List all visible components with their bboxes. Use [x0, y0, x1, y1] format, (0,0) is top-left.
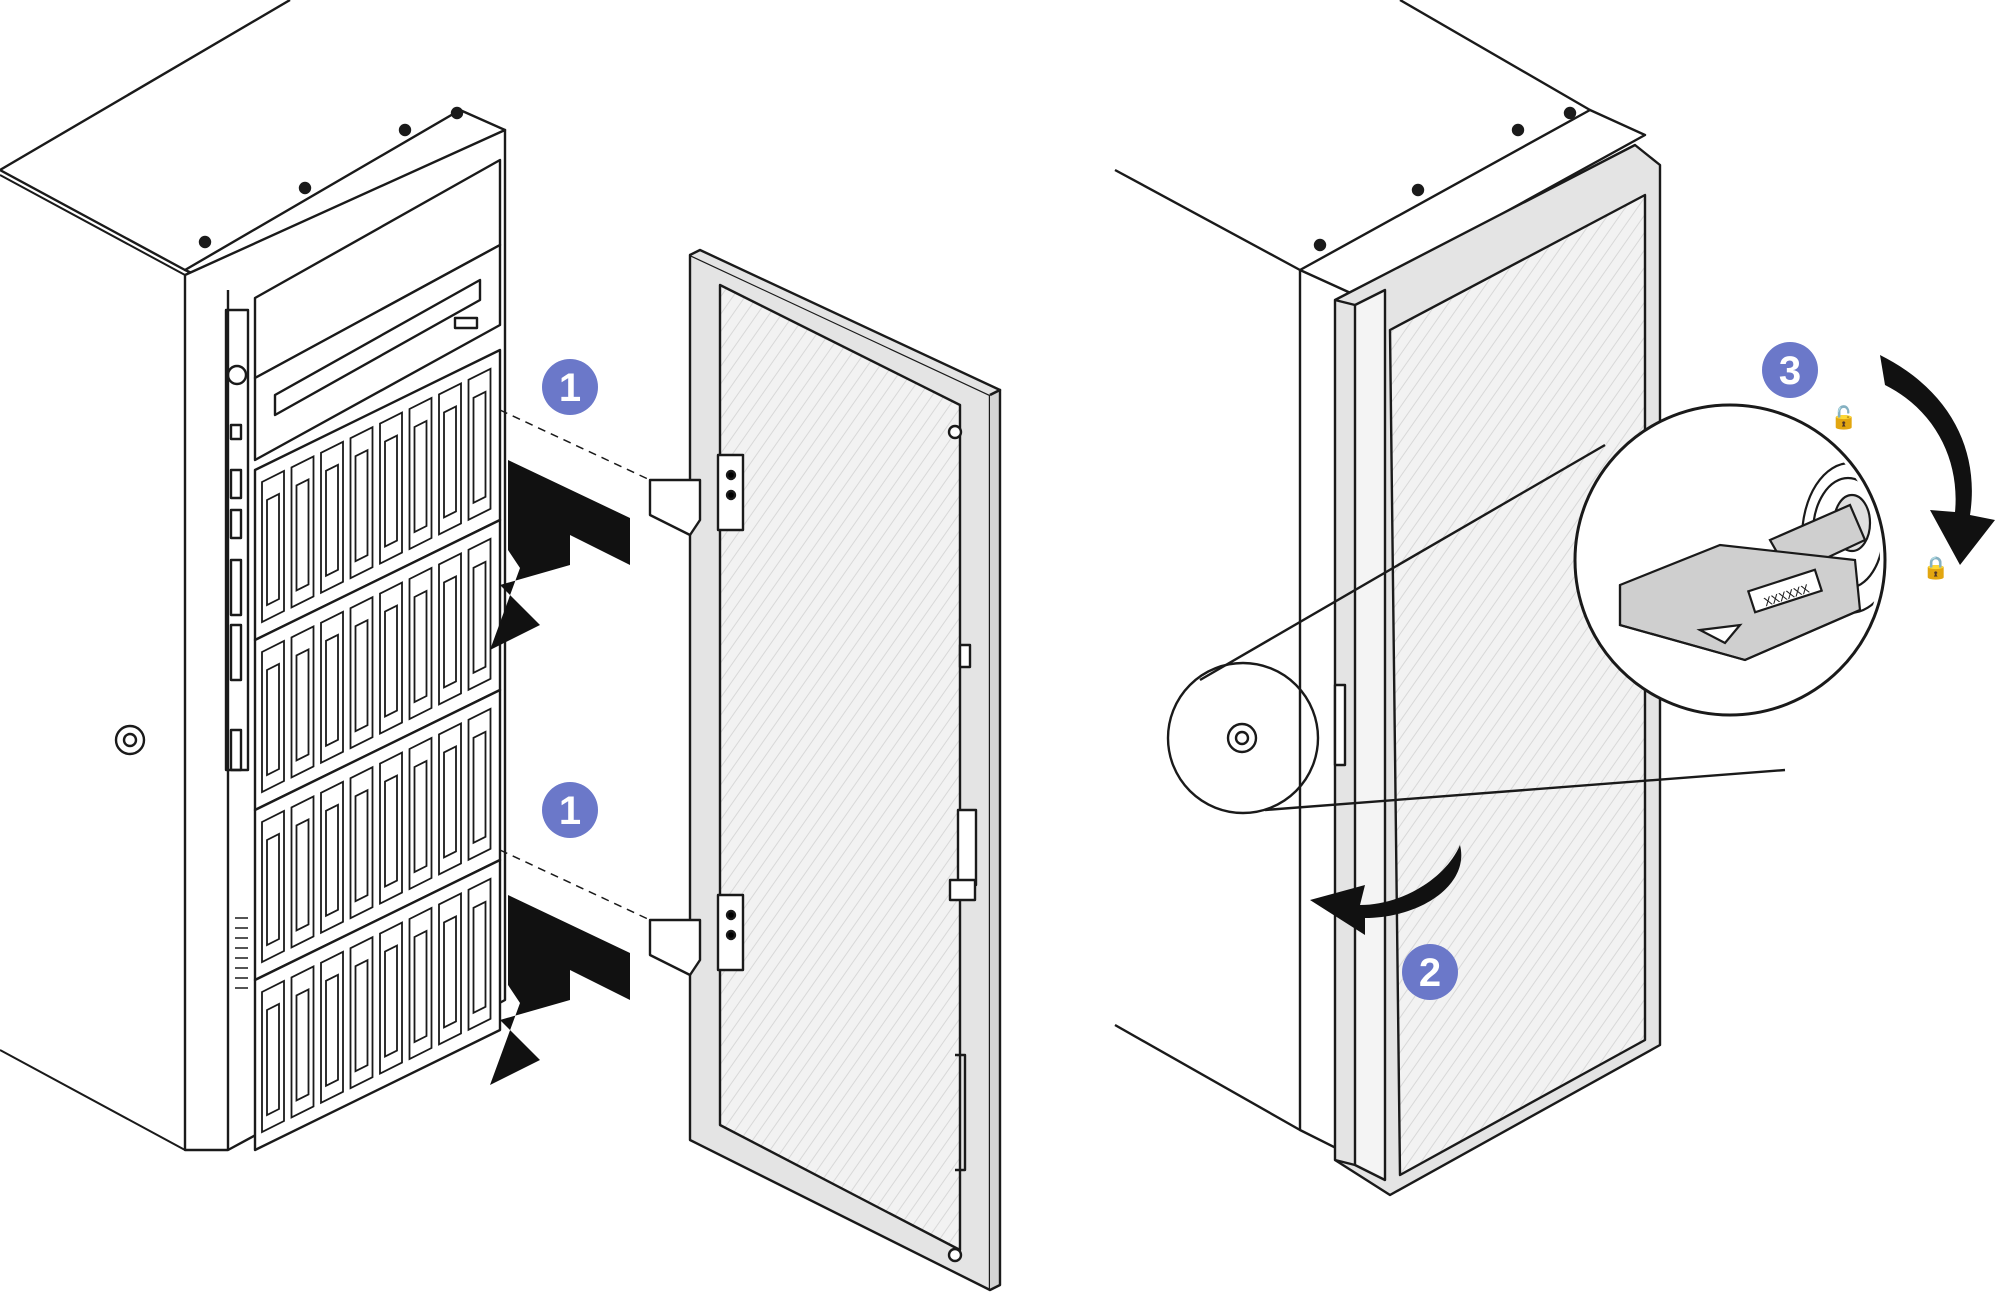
drive-bay-slot	[261, 809, 285, 964]
drive-bay-handle	[384, 434, 398, 549]
drive-bay-handle	[413, 759, 428, 874]
drive-bay-handle	[266, 492, 280, 607]
unlock-icon: 🔓	[1830, 405, 1857, 431]
drive-bay-slot	[408, 736, 433, 891]
step-callout-1-upper: 1	[542, 359, 598, 415]
push-in-arrow	[490, 460, 630, 650]
drive-bay-handle	[354, 958, 369, 1073]
drive-bay-slot	[320, 780, 344, 935]
drive-bay-slot	[320, 610, 344, 765]
drive-bay-handle	[443, 914, 457, 1029]
step-callout-3: 3	[1762, 342, 1818, 398]
callout-label: 3	[1779, 349, 1801, 393]
drive-bay-slot	[261, 639, 285, 794]
step-callout-1-lower: 1	[542, 782, 598, 838]
drive-bay-slot	[467, 537, 492, 692]
drive-bay-handle	[413, 929, 428, 1044]
push-in-arrow	[490, 895, 630, 1085]
drive-bay-slot	[290, 454, 315, 609]
drive-bay-slot	[408, 566, 433, 721]
drive-bay-slot	[438, 551, 462, 706]
drive-bay-handle	[443, 574, 457, 689]
drive-bay-slot	[320, 440, 344, 595]
drive-bay-slot	[438, 381, 462, 536]
drive-bay-slot	[320, 950, 344, 1105]
drive-bay-slot	[349, 765, 374, 920]
drive-bay-handle	[384, 604, 398, 719]
drive-bay-handle	[325, 463, 339, 578]
drive-bay-handle	[295, 817, 310, 932]
drive-bay-slot	[467, 707, 492, 862]
drive-bay-handle	[354, 618, 369, 733]
drive-bay-slot	[290, 624, 315, 779]
drive-bay-handle	[266, 832, 280, 947]
drive-bay-slot	[261, 469, 285, 624]
drive-bay-handle	[325, 633, 339, 748]
drive-bay-slot	[349, 935, 374, 1090]
drive-bay-handle	[472, 560, 487, 675]
drive-bay-handle	[384, 944, 398, 1059]
magnified-lock-detail: XXXXXX 🔓 🔒	[1573, 403, 1949, 717]
drive-bay-slot	[261, 979, 285, 1134]
drive-bay-slot	[408, 906, 433, 1061]
rotate-clockwise-arrow	[1880, 355, 1995, 565]
callout-label: 1	[559, 789, 581, 833]
drive-bay-slot	[379, 751, 403, 906]
drive-bay-slot	[467, 877, 492, 1032]
lock-icon: 🔒	[1922, 556, 1949, 581]
drive-bay-handle	[295, 987, 310, 1102]
drive-bay-handle	[472, 390, 487, 505]
drive-bay-handle	[413, 419, 428, 534]
drive-bay-handle	[266, 662, 280, 777]
drive-bay-handle	[325, 973, 339, 1088]
pull-open-arrow	[1310, 845, 1462, 935]
drive-bay-slot	[290, 964, 315, 1119]
drive-bay-handle	[354, 448, 369, 563]
drive-bay-handle	[354, 788, 369, 903]
drive-bay-handle	[295, 647, 310, 762]
drive-bay-slot	[290, 794, 315, 949]
drive-bay-handle	[443, 404, 457, 519]
drive-bay-handle	[325, 803, 339, 918]
drive-bay-slot	[408, 396, 433, 551]
callout-label: 2	[1419, 951, 1441, 995]
drive-bay-handle	[384, 774, 398, 889]
drive-bay-slot	[379, 921, 403, 1076]
left-server-chassis	[0, 0, 507, 1152]
drive-bay-slot	[467, 367, 492, 522]
drive-bay-handle	[295, 477, 310, 592]
step-callout-2: 2	[1402, 944, 1458, 1000]
drive-bay-handle	[413, 589, 428, 704]
callout-label: 1	[559, 366, 581, 410]
drive-bay-handle	[266, 1002, 280, 1117]
drive-bay-slot	[438, 891, 462, 1046]
right-server-chassis	[1114, 0, 1662, 1197]
drive-bay-slot	[379, 411, 403, 566]
drive-bay-slot	[438, 721, 462, 876]
drive-bay-handle	[443, 744, 457, 859]
front-bezel	[648, 248, 1002, 1292]
drive-bay-slot	[349, 595, 374, 750]
drive-bay-slot	[379, 581, 403, 736]
drive-bay-slots	[261, 367, 492, 1134]
drive-bay-slot	[349, 425, 374, 580]
drive-bay-handle	[472, 900, 487, 1015]
magnifier-connector	[1166, 443, 1786, 815]
drive-bay-handle	[472, 730, 487, 845]
